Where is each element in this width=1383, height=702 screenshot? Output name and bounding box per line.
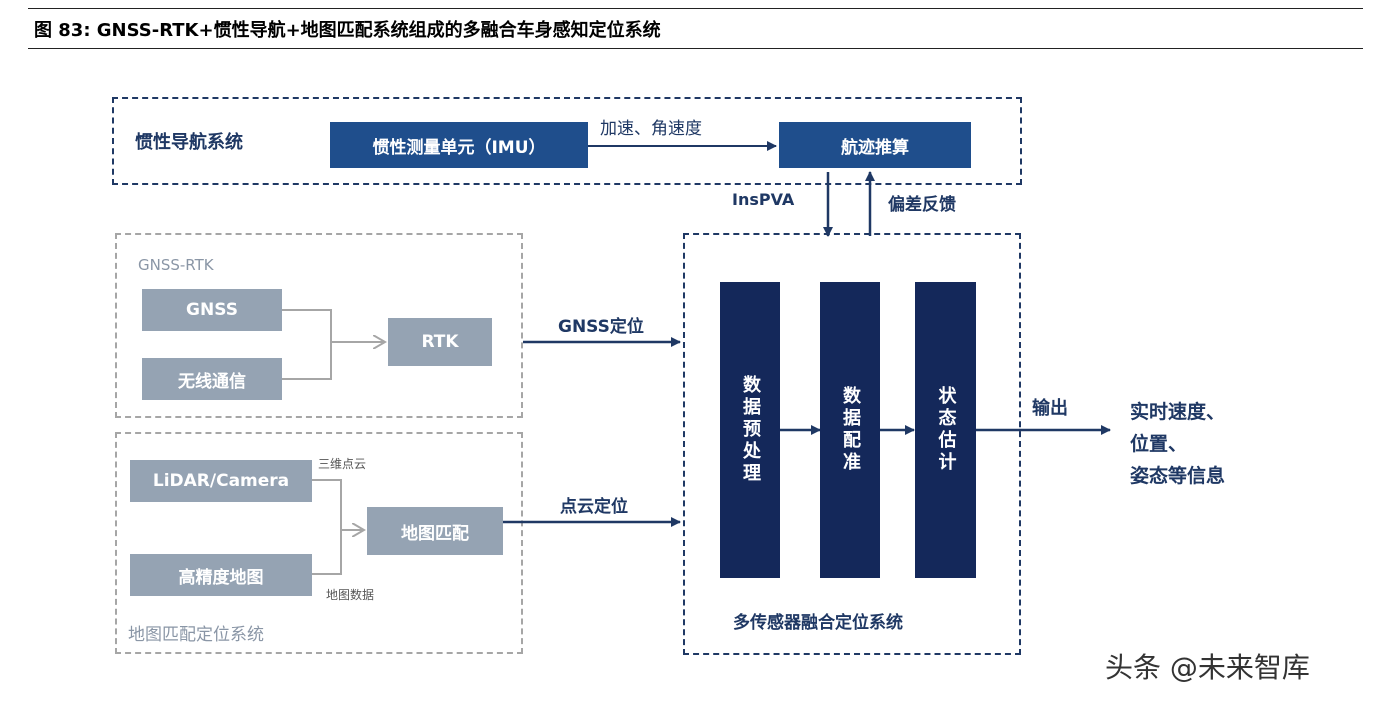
accel-label: 加速、角速度 [600,119,702,139]
output-result: 实时速度、 位置、 姿态等信息 [1130,396,1225,492]
wireless-box: 无线通信 [142,358,282,400]
inspva-label: InsPVA [732,190,795,209]
rtk-box: RTK [388,318,492,366]
inertial-nav-group [112,97,1022,185]
figure-title: 图 83: GNSS-RTK+惯性导航+地图匹配系统组成的多融合车身感知定位系统 [34,20,661,41]
state-estimation-label: 状态估计 [935,386,957,474]
gnss-rtk-group [115,233,523,418]
imu-box: 惯性测量单元（IMU） [330,122,588,168]
result-line-1: 实时速度、 [1130,401,1226,423]
registration-bar: 数据配准 [820,282,880,578]
gnss-positioning-label: GNSS定位 [558,317,644,337]
map-matching-box: 地图匹配 [367,507,503,555]
state-estimation-bar: 状态估计 [915,282,976,578]
title-bottom-rule [28,48,1363,49]
map-matching-group [115,432,523,654]
map-group-label: 地图匹配定位系统 [128,625,264,645]
output-label: 输出 [1032,398,1068,419]
dead-reckoning-box: 航迹推算 [779,122,971,168]
gnss-box: GNSS [142,289,282,331]
lidar-camera-box: LiDAR/Camera [130,460,312,502]
fusion-group-label: 多传感器融合定位系统 [733,613,903,633]
map-data-label: 地图数据 [326,588,375,602]
title-top-rule [28,8,1363,9]
preprocess-label: 数据预处理 [740,375,761,485]
hd-map-box: 高精度地图 [130,554,312,596]
preprocess-bar: 数据预处理 [720,282,780,578]
result-line-3: 姿态等信息 [1130,465,1226,487]
feedback-label: 偏差反馈 [888,195,956,215]
fusion-group [683,233,1021,655]
result-line-2: 位置、 [1130,433,1188,455]
line-gnss-merge [282,309,332,380]
pointcloud3d-label: 三维点云 [318,457,367,471]
registration-label: 数据配准 [840,386,861,474]
watermark-text: 头条 @未来智库 [1105,651,1310,684]
inertial-group-label: 惯性导航系统 [135,132,243,153]
pointcloud-positioning-label: 点云定位 [560,497,628,517]
line-map-merge [312,479,342,575]
gnss-group-label: GNSS-RTK [138,256,214,274]
